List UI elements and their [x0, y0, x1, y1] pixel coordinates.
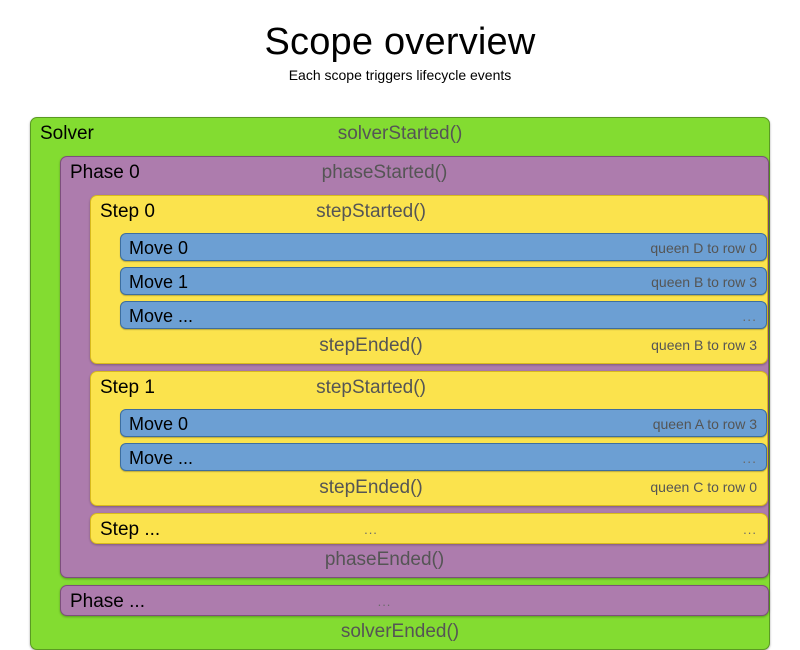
- page-title: Scope overview: [264, 21, 536, 63]
- step-detail-ellipsis: ...: [743, 522, 757, 537]
- phase-started-row: Phase 0 phaseStarted(): [61, 157, 768, 188]
- step-ended-detail: queen B to row 3: [651, 337, 757, 353]
- solver-ended-event: solverEnded(): [340, 621, 460, 642]
- step-scope-0[interactable]: Step 0 stepStarted() Move 0 queen D to r…: [90, 195, 768, 364]
- phase-started-event: phaseStarted(): [321, 162, 448, 183]
- step-label: Step 0: [100, 201, 155, 222]
- move-detail: queen B to row 3: [651, 274, 757, 290]
- step-center-ellipsis: ...: [364, 522, 378, 537]
- scope-overview-diagram: Solver solverStarted() Phase 0 phaseStar…: [30, 117, 770, 650]
- move-list: Move 0 queen A to row 3 Move ... ...: [91, 409, 767, 472]
- page-header: Scope overview Each scope triggers lifec…: [0, 0, 800, 83]
- solver-label: Solver: [40, 123, 94, 144]
- step-ended-event: stepEnded(): [319, 477, 423, 498]
- step-label: Step 1: [100, 377, 155, 398]
- move-scope-ellipsis[interactable]: Move ... ...: [120, 301, 767, 329]
- step-ended-detail: queen C to row 0: [650, 479, 757, 495]
- move-label: Move 1: [129, 272, 189, 292]
- step-label: Step ...: [100, 519, 161, 540]
- step-scope-ellipsis[interactable]: Step ... ... ...: [90, 513, 768, 544]
- move-scope[interactable]: Move 0 queen A to row 3: [120, 409, 767, 437]
- move-detail: ...: [742, 450, 757, 466]
- move-detail: ...: [742, 308, 757, 324]
- step-started-row: Step 0 stepStarted(): [91, 196, 767, 227]
- phase-center-ellipsis: ...: [377, 594, 392, 609]
- move-label: Move ...: [129, 306, 194, 326]
- phase-scope-0[interactable]: Phase 0 phaseStarted() Step 0 stepStarte…: [60, 156, 769, 578]
- move-detail: queen D to row 0: [650, 240, 757, 256]
- step-ended-event: stepEnded(): [319, 335, 423, 356]
- solver-started-row: Solver solverStarted(): [31, 118, 769, 149]
- solver-ended-row: solverEnded(): [31, 616, 769, 647]
- solver-started-event: solverStarted(): [337, 123, 463, 144]
- move-label: Move 0: [129, 238, 189, 258]
- step-started-event: stepStarted(): [316, 377, 426, 398]
- move-scope-ellipsis[interactable]: Move ... ...: [120, 443, 767, 471]
- phase-scope-ellipsis[interactable]: Phase ... ...: [60, 585, 769, 616]
- move-detail: queen A to row 3: [652, 416, 757, 432]
- move-label: Move ...: [129, 448, 194, 468]
- solver-scope[interactable]: Solver solverStarted() Phase 0 phaseStar…: [30, 117, 770, 650]
- step-ended-row: stepEnded() queen B to row 3: [91, 330, 767, 361]
- move-label: Move 0: [129, 414, 189, 434]
- move-scope[interactable]: Move 0 queen D to row 0: [120, 233, 767, 261]
- step-ended-row: stepEnded() queen C to row 0: [91, 472, 767, 503]
- phase-ended-row: phaseEnded(): [61, 544, 768, 575]
- step-started-row: Step 1 stepStarted(): [91, 372, 767, 403]
- phase-label: Phase 0: [70, 162, 140, 183]
- step-scope-1[interactable]: Step 1 stepStarted() Move 0 queen A to r…: [90, 371, 768, 506]
- move-scope[interactable]: Move 1 queen B to row 3: [120, 267, 767, 295]
- step-started-event: stepStarted(): [316, 201, 426, 222]
- phase-ended-event: phaseEnded(): [324, 549, 445, 570]
- move-list: Move 0 queen D to row 0 Move 1 queen B t…: [91, 233, 767, 330]
- page-subtitle: Each scope triggers lifecycle events: [288, 67, 512, 84]
